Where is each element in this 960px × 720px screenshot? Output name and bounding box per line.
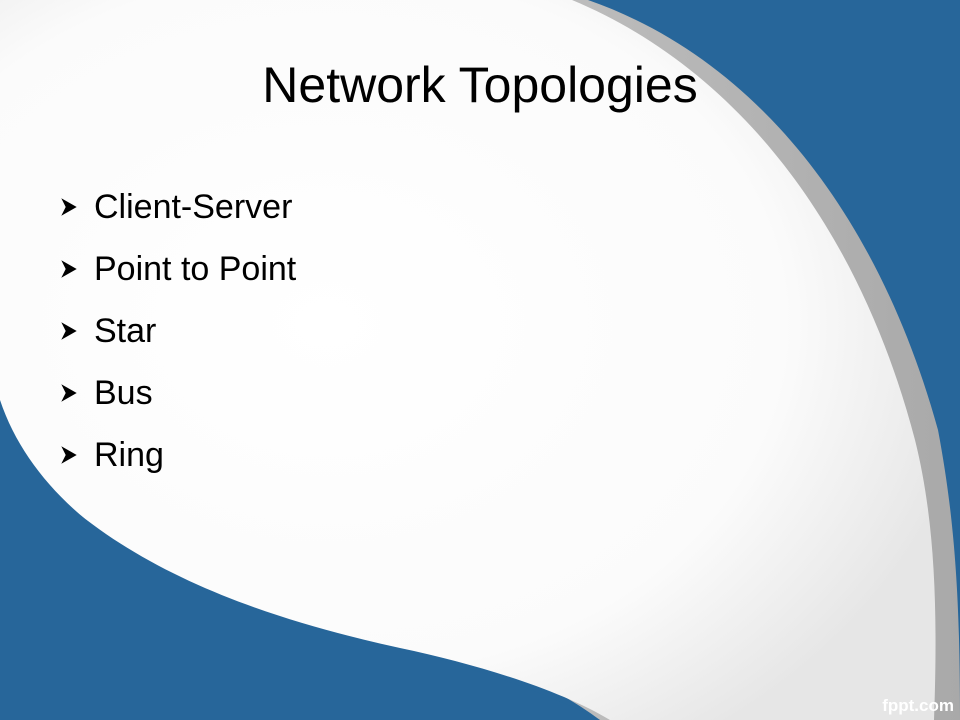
bullet-item-star: Star bbox=[58, 300, 296, 362]
bullet-label: Star bbox=[94, 311, 157, 350]
arrowhead-bullet-icon bbox=[61, 446, 77, 464]
arrowhead-bullet-icon bbox=[61, 260, 77, 278]
bullet-item-point-to-point: Point to Point bbox=[58, 238, 296, 300]
bullet-label: Ring bbox=[94, 435, 164, 474]
arrowhead-bullet-icon bbox=[61, 384, 77, 402]
arrowhead-bullet-icon bbox=[61, 322, 77, 340]
bullet-label: Client-Server bbox=[94, 187, 293, 226]
slide-title: Network Topologies bbox=[262, 57, 698, 113]
bullet-item-client-server: Client-Server bbox=[58, 176, 296, 238]
watermark-text: fppt.com bbox=[882, 696, 954, 715]
bullet-label: Bus bbox=[94, 373, 153, 412]
bullet-item-ring: Ring bbox=[58, 424, 296, 486]
bullet-list: Client-Server Point to Point Star Bus Ri… bbox=[58, 176, 296, 486]
lower-left-blue-swoop bbox=[0, 400, 600, 720]
arrowhead-bullet-icon bbox=[61, 198, 77, 216]
bullet-label: Point to Point bbox=[94, 249, 297, 288]
bullet-item-bus: Bus bbox=[58, 362, 296, 424]
panel-white bbox=[0, 0, 936, 720]
